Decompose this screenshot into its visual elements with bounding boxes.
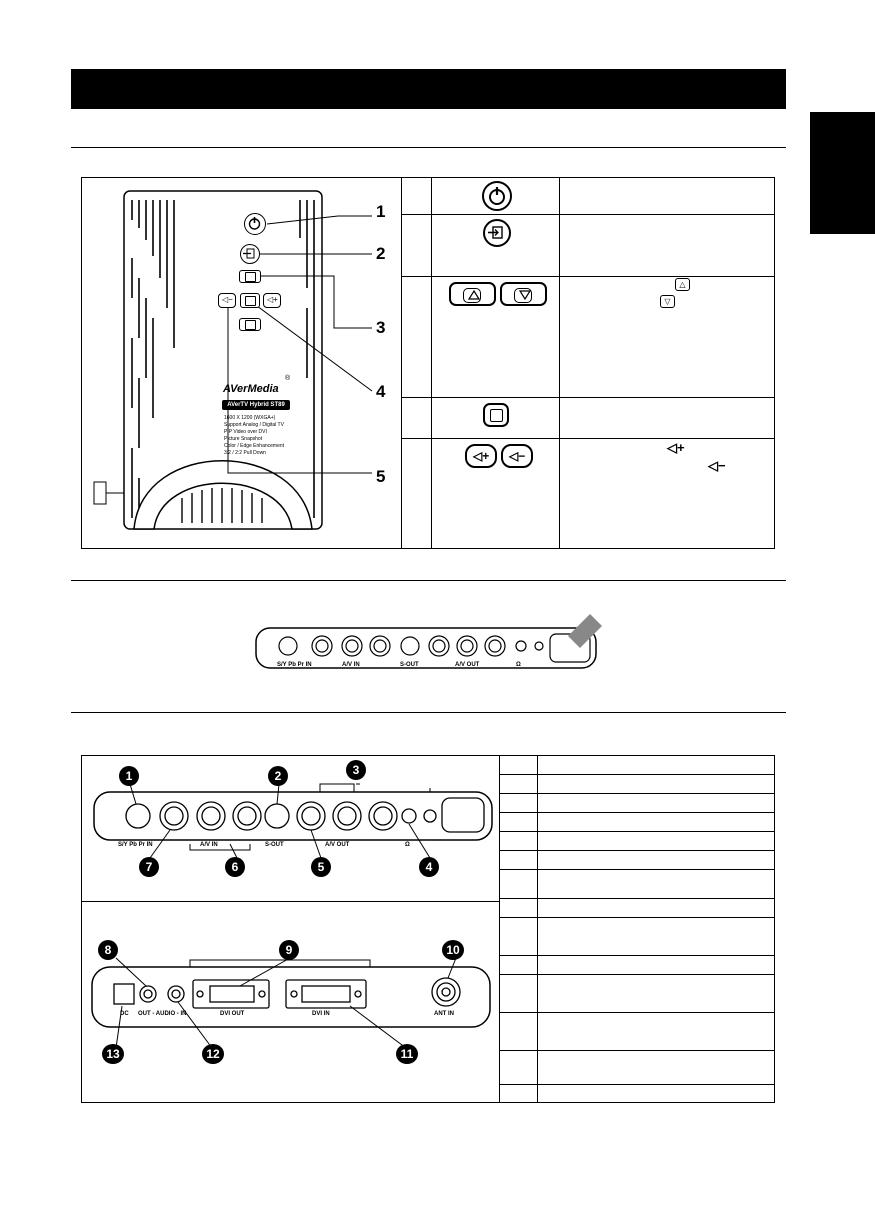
front-volume-down-button[interactable]: ◁− [218, 293, 236, 308]
volume-up-icon: ◁+ [473, 449, 490, 463]
source-icon [488, 226, 503, 239]
badge-9: 9 [279, 940, 299, 960]
volume-down-icon: ◁− [509, 449, 526, 463]
model-label: AVerTV Hybrid ST89 [222, 400, 290, 410]
ports-top-drawing: S/Y Pb Pr IN A/V IN S-OUT A/V OUT Ω 1 2 … [90, 760, 495, 894]
front-channel-down-button[interactable] [239, 318, 261, 331]
feature-6: 3:2 / 2:2 Pull Down [224, 450, 266, 456]
volume-up-icon: ◁+ [267, 295, 278, 304]
callout-1: 1 [376, 202, 386, 221]
port-table-row-divider [499, 1084, 774, 1085]
callout-4: 4 [376, 382, 386, 401]
port-table-row-divider [499, 898, 774, 899]
table-power-button [482, 181, 512, 211]
badge-5: 5 [311, 857, 331, 877]
badge-3: 3 [346, 760, 366, 780]
side-label-headphone: Ω [516, 662, 521, 668]
badge-1: 1 [119, 766, 139, 786]
callout-5: 5 [376, 467, 386, 486]
triangle-up-icon [468, 290, 480, 300]
port-table-row-divider [499, 831, 774, 832]
port-table-row-divider [499, 812, 774, 813]
ports-figure: S/Y Pb Pr IN A/V IN S-OUT A/V OUT Ω 1 2 … [81, 755, 775, 1103]
ports-bottom-drawing: DC OUT - AUDIO - IN DVI OUT DVI IN ANT I… [90, 910, 495, 1095]
front-panel-figure: ◁− ◁+ AVerMedia ® AVerTV Hybrid ST89 160… [81, 177, 775, 549]
port-table-row-divider [499, 955, 774, 956]
port-table-row-divider [499, 1050, 774, 1051]
badge-8: 8 [98, 940, 118, 960]
power-icon [489, 187, 505, 205]
volume-down-icon: ◁− [708, 458, 726, 473]
badge-7: 7 [139, 857, 159, 877]
badge-12: 12 [202, 1044, 224, 1064]
top-label-headphone: Ω [405, 842, 410, 848]
top-label-av-out: A/V OUT [325, 842, 350, 848]
subsection-rule-2 [71, 580, 786, 581]
badge-13: 13 [102, 1044, 124, 1064]
volume-up-icon: ◁+ [667, 440, 685, 455]
side-label-av-in: A/V IN [342, 662, 360, 668]
port-table-row-divider [499, 793, 774, 794]
side-label-svideo-in: S/Y Pb Pr IN [277, 662, 312, 668]
top-label-av-in: A/V IN [200, 842, 218, 848]
feature-4: Picture Snapshot [224, 436, 263, 442]
feature-2: Support Analog / Digital TV [224, 422, 284, 428]
port-table-row-divider [499, 850, 774, 851]
side-label-av-out: A/V OUT [455, 662, 480, 668]
badge-2: 2 [268, 766, 288, 786]
badge-11: 11 [396, 1044, 418, 1064]
port-table-row-divider [499, 1012, 774, 1013]
triangle-down-icon [519, 290, 531, 300]
feature-1: 1600 X 1200 (WXGA+) [224, 415, 276, 421]
port-table-row-divider [499, 974, 774, 975]
badge-10: 10 [442, 940, 464, 960]
table-channel-down-button [500, 282, 547, 306]
bottom-label-dc: DC [120, 1011, 129, 1017]
side-panel-figure: S/Y Pb Pr IN A/V IN S-OUT A/V OUT Ω [250, 610, 610, 680]
brand-logo: AVerMedia [223, 383, 279, 395]
volume-down-icon: ◁− [222, 295, 233, 304]
front-menu-button[interactable] [240, 293, 260, 308]
power-icon [248, 217, 261, 230]
feature-5: Color / Edge Enhancement [224, 443, 285, 449]
front-volume-up-button[interactable]: ◁+ [263, 293, 281, 308]
device-front-drawing: ◁− ◁+ AVerMedia ® AVerTV Hybrid ST89 160… [82, 178, 402, 548]
triangle-up-icon: △ [675, 278, 690, 291]
bottom-label-dvi-out: DVI OUT [220, 1011, 245, 1017]
top-label-svideo-in: S/Y Pb Pr IN [118, 842, 153, 848]
subsection-rule-3 [71, 712, 786, 713]
badge-4: 4 [419, 857, 439, 877]
bottom-label-audio: OUT - AUDIO - IN [138, 1011, 187, 1017]
feature-3: PIP Video over DVI [224, 429, 267, 435]
front-power-button[interactable] [244, 213, 266, 235]
port-table-row-divider [499, 774, 774, 775]
table-channel-up-button [449, 282, 496, 306]
front-source-button[interactable] [240, 244, 260, 264]
subsection-rule-1 [71, 147, 786, 148]
language-tab [810, 112, 875, 234]
top-label-s-out: S-OUT [265, 842, 284, 848]
triangle-down-icon: ▽ [660, 295, 675, 308]
table-source-button [483, 219, 511, 247]
table-volume-up-button: ◁+ [465, 444, 497, 468]
side-label-s-out: S-OUT [400, 662, 419, 668]
section-title-bar [71, 69, 786, 109]
table-menu-button [483, 403, 509, 427]
badge-6: 6 [225, 857, 245, 877]
table-volume-down-button: ◁− [501, 444, 533, 468]
registered-mark: ® [285, 375, 291, 382]
port-table-row-divider [499, 917, 774, 918]
source-icon [243, 248, 255, 259]
bottom-label-dvi-in: DVI IN [312, 1011, 330, 1017]
bottom-label-ant-in: ANT IN [434, 1011, 454, 1017]
front-channel-up-button[interactable] [239, 270, 261, 283]
callout-2: 2 [376, 244, 386, 263]
port-table-row-divider [499, 869, 774, 870]
callout-3: 3 [376, 318, 386, 337]
